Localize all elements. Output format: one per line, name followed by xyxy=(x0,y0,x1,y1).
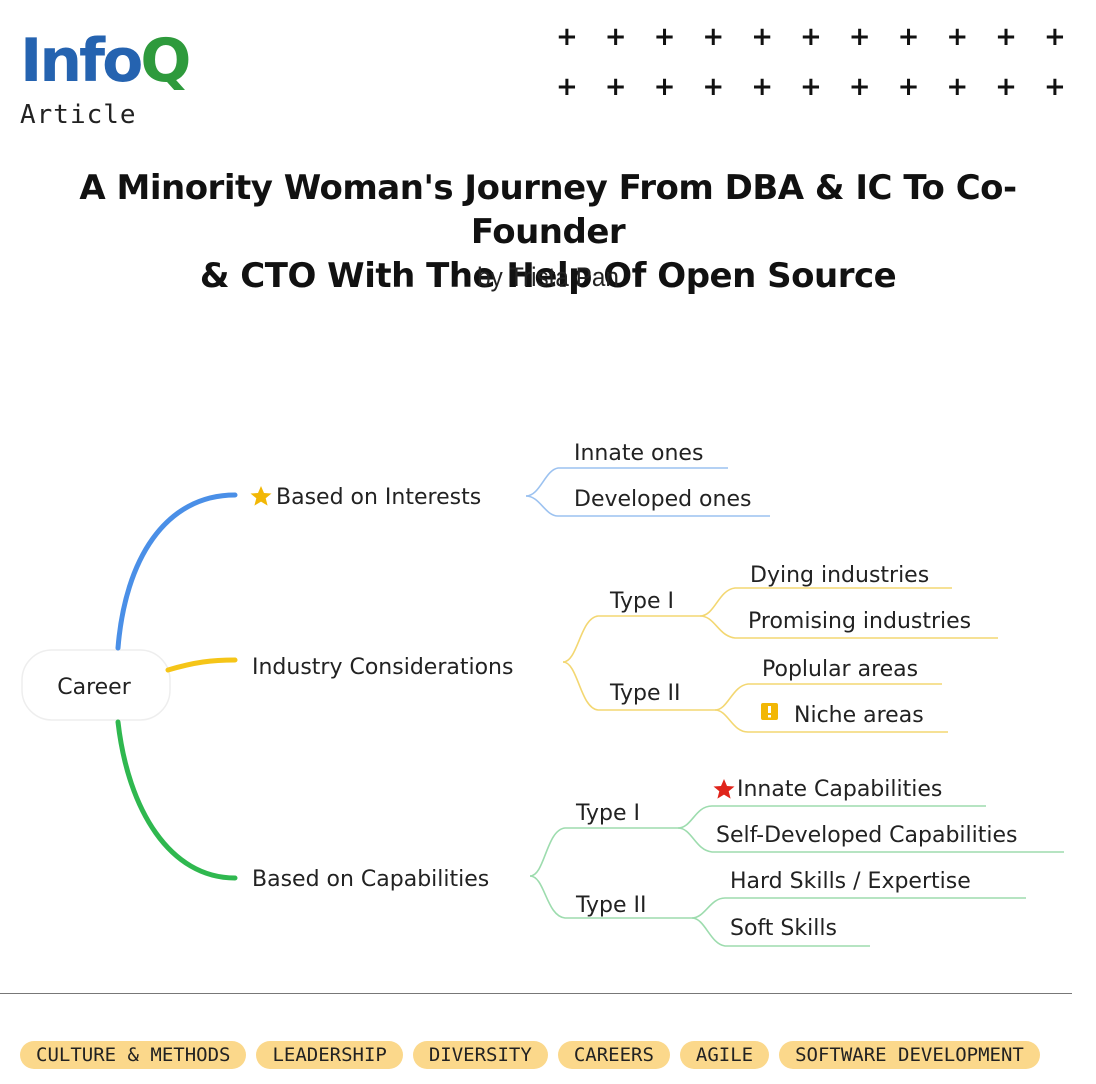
star-icon xyxy=(713,779,735,799)
branch-line-interests xyxy=(115,492,238,651)
plus-icon: + xyxy=(702,22,725,52)
section-label: Article xyxy=(20,100,137,130)
leaf-popular-areas: Poplular areas xyxy=(762,657,918,682)
logo-info-text: Info xyxy=(20,26,143,96)
plus-icon: + xyxy=(995,22,1017,52)
tag-software-development[interactable]: SOFTWARE DEVELOPMENT xyxy=(779,1041,1040,1069)
capabilities-type-1-label: Type I xyxy=(575,801,640,826)
leaf-soft-skills: Soft Skills xyxy=(730,916,837,941)
branch-line-capabilities xyxy=(115,719,238,881)
plus-icon: + xyxy=(799,72,822,102)
logo-q-text: Q xyxy=(140,26,191,96)
branch-capabilities: Based on Capabilities Type I Type II Inn… xyxy=(252,777,1064,947)
exclamation-icon xyxy=(761,703,778,720)
star-icon xyxy=(250,486,272,506)
decorative-plus-pattern: + + + + + + + + + + + + + + + + + + + + + + xyxy=(556,22,1066,102)
author-byline[interactable]: by Trista Pan xyxy=(477,262,619,292)
title-line-2: & CTO With The Help Of Open Source xyxy=(199,256,897,296)
career-mind-map: Career Based on Interests Innate ones De… xyxy=(21,441,1064,947)
logo-wordmark: InfoQ xyxy=(20,26,191,96)
branch-line-industry xyxy=(165,657,238,673)
leaf-innate-ones: Innate ones xyxy=(574,441,703,466)
topic-tags: CULTURE & METHODS LEADERSHIP DIVERSITY C… xyxy=(20,1041,1040,1069)
branch-label-interests: Based on Interests xyxy=(276,485,481,510)
plus-icon: + xyxy=(653,72,676,102)
leaf-self-developed-capabilities: Self-Developed Capabilities xyxy=(716,823,1017,848)
tag-agile[interactable]: AGILE xyxy=(679,1041,770,1069)
plus-icon: + xyxy=(604,72,627,102)
branch-label-industry: Industry Considerations xyxy=(252,655,513,680)
plus-icon: + xyxy=(702,72,725,102)
section-divider xyxy=(0,993,1072,994)
title-line-1: A Minority Woman's Journey From DBA & IC… xyxy=(79,168,1017,252)
tag-careers[interactable]: CAREERS xyxy=(557,1041,670,1069)
article-title[interactable]: A Minority Woman's Journey From DBA & IC… xyxy=(20,166,1076,298)
plus-icon: + xyxy=(751,72,773,102)
leaf-niche-areas: Niche areas xyxy=(794,703,924,728)
leaf-dying-industries: Dying industries xyxy=(750,563,929,588)
leaf-developed-ones: Developed ones xyxy=(574,487,751,512)
plus-icon: + xyxy=(946,72,969,102)
capabilities-type-2-label: Type II xyxy=(575,893,647,918)
tag-culture-methods[interactable]: CULTURE & METHODS xyxy=(20,1041,247,1069)
plus-icon: + xyxy=(848,72,871,102)
plus-icon: + xyxy=(897,22,920,52)
leaf-promising-industries: Promising industries xyxy=(748,609,971,634)
plus-icon: + xyxy=(946,22,969,52)
mindmap-root-label: Career xyxy=(57,675,131,700)
infoq-logo[interactable]: InfoQ Article xyxy=(20,26,191,130)
plus-icon: + xyxy=(897,72,920,102)
plus-icon: + xyxy=(653,22,676,52)
plus-icon: + xyxy=(799,22,822,52)
tag-leadership[interactable]: LEADERSHIP xyxy=(256,1041,403,1069)
branch-interests: Based on Interests Innate ones Developed… xyxy=(250,441,770,517)
branch-label-capabilities: Based on Capabilities xyxy=(252,867,489,892)
plus-icon: + xyxy=(1043,22,1066,52)
tag-diversity[interactable]: DIVERSITY xyxy=(412,1041,548,1069)
industry-type-1-label: Type I xyxy=(609,589,674,614)
industry-type-2-label: Type II xyxy=(609,681,681,706)
plus-icon: + xyxy=(751,22,773,52)
plus-icon: + xyxy=(604,22,627,52)
leaf-innate-capabilities: Innate Capabilities xyxy=(737,777,942,802)
plus-icon: + xyxy=(1043,72,1066,102)
plus-icon: + xyxy=(995,72,1017,102)
plus-icon: + xyxy=(848,22,871,52)
branch-industry: Industry Considerations Type I Type II D… xyxy=(252,563,998,733)
leaf-hard-skills: Hard Skills / Expertise xyxy=(730,869,971,894)
plus-icon: + xyxy=(556,22,578,52)
mindmap-root-node: Career xyxy=(21,649,171,721)
plus-icon: + xyxy=(556,72,578,102)
